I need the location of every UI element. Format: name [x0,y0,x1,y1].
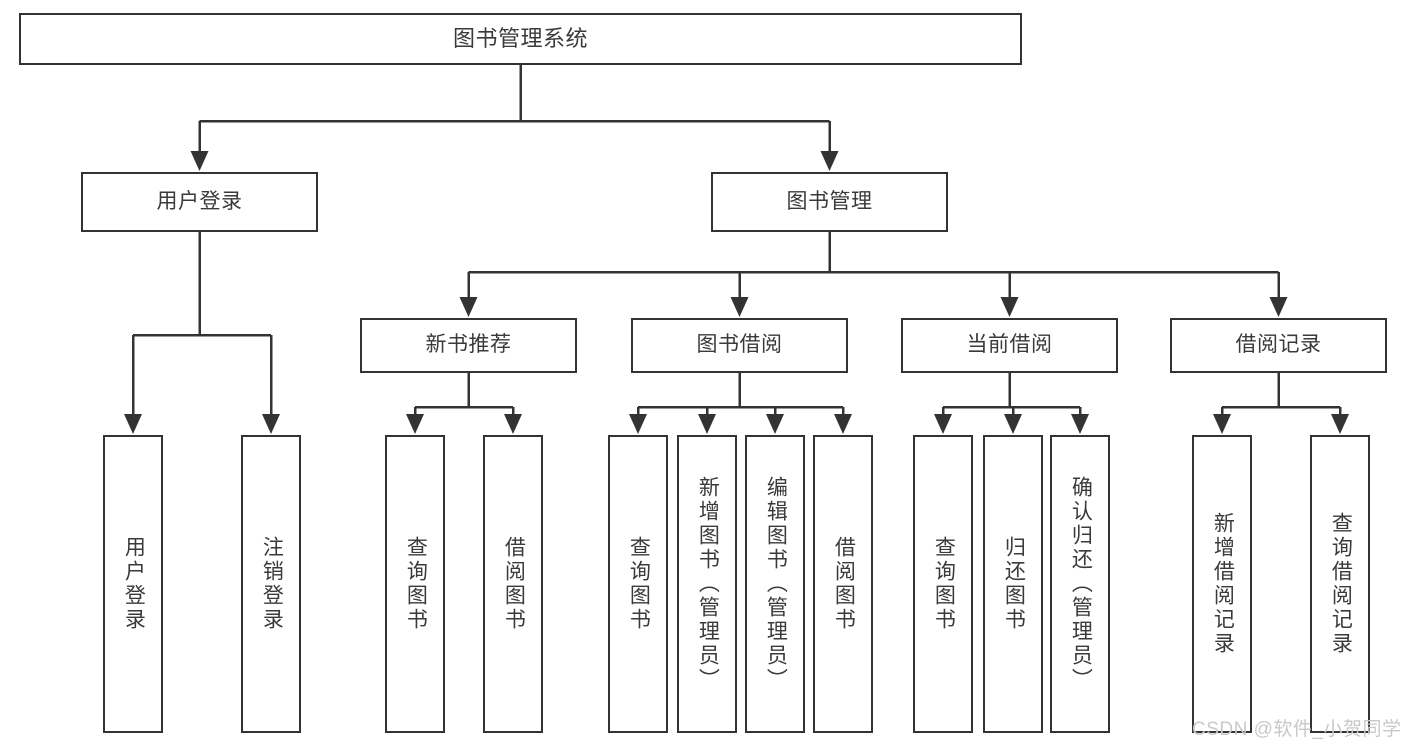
node-label: 归还图书 [1002,536,1026,632]
node-l3-borrowbook2: 借阅图书 [813,435,873,733]
node-label: 查询图书 [627,536,651,632]
node-l2-current: 当前借阅 [901,318,1118,373]
node-l3-userlogin: 用户登录 [103,435,163,733]
node-label: 查询图书 [932,536,956,632]
node-l3-addrecord: 新增借阅记录 [1192,435,1252,733]
node-label: 借阅图书 [832,536,856,632]
node-label: 新增图书（管理员） [696,476,720,692]
node-l3-addbook: 新增图书（管理员） [677,435,737,733]
node-l3-queryrecord: 查询借阅记录 [1310,435,1370,733]
node-l3-querybook1: 查询图书 [385,435,445,733]
node-label: 借阅图书 [502,536,526,632]
node-l3-borrowbook1: 借阅图书 [483,435,543,733]
node-label: 注销登录 [260,536,284,632]
node-label: 编辑图书（管理员） [764,476,788,692]
node-l3-querybook2: 查询图书 [608,435,668,733]
node-label: 图书管理系统 [452,26,588,52]
node-l2-records: 借阅记录 [1170,318,1387,373]
node-label: 图书管理 [786,189,873,213]
node-label: 新书推荐 [425,333,512,357]
node-label: 查询借阅记录 [1329,512,1353,656]
node-l1-bookmgmt: 图书管理 [711,172,948,232]
node-l2-newbook: 新书推荐 [360,318,577,373]
node-label: 图书借阅 [696,333,783,357]
node-l3-confirmret: 确认归还（管理员） [1050,435,1110,733]
node-l3-querybook3: 查询图书 [913,435,973,733]
node-label: 用户登录 [122,536,146,632]
node-label: 用户登录 [156,189,243,213]
node-root: 图书管理系统 [19,13,1022,65]
node-label: 查询图书 [404,536,428,632]
node-label: 新增借阅记录 [1211,512,1235,656]
node-l1-login: 用户登录 [81,172,318,232]
node-label: 借阅记录 [1235,333,1322,357]
node-l3-logout: 注销登录 [241,435,301,733]
node-l2-borrow: 图书借阅 [631,318,848,373]
node-l3-returnbook: 归还图书 [983,435,1043,733]
node-label: 确认归还（管理员） [1069,476,1093,692]
node-label: 当前借阅 [966,333,1053,357]
node-l3-editbook: 编辑图书（管理员） [745,435,805,733]
